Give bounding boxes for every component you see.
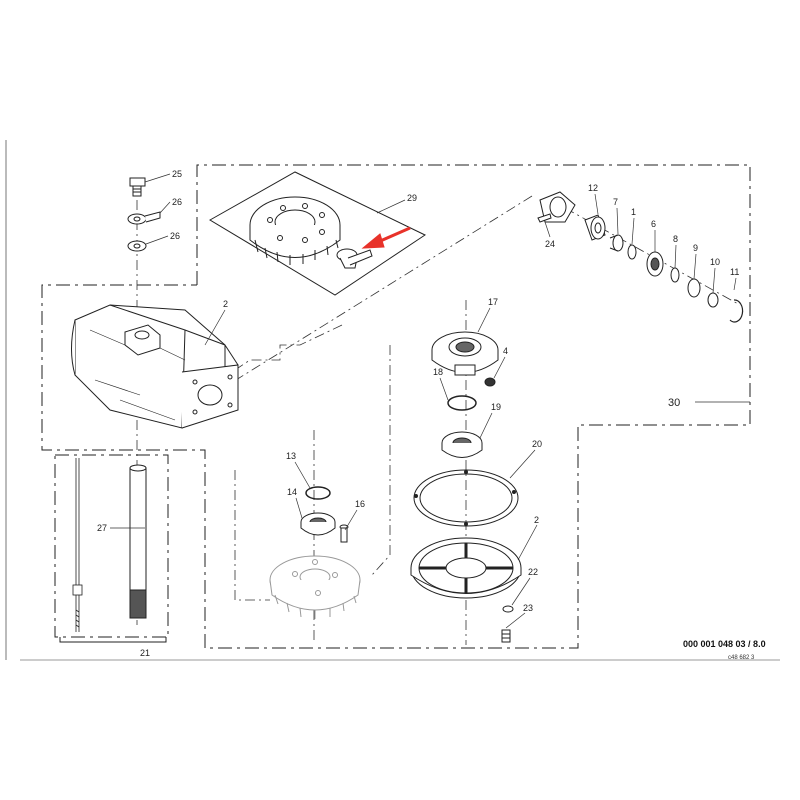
callout-1: 1	[631, 207, 636, 217]
ring-10	[707, 292, 719, 308]
callout-22: 22	[528, 567, 538, 577]
ring-1	[627, 244, 637, 260]
bracket-21	[59, 637, 167, 643]
callout-27: 27	[97, 523, 107, 533]
crown-gear-29	[249, 196, 341, 265]
callout-7: 7	[613, 197, 618, 207]
leader-lines	[110, 173, 750, 629]
bolt-25	[129, 177, 146, 197]
callout-25: 25	[172, 169, 182, 179]
pin-24	[537, 213, 552, 223]
callout-4: 4	[503, 346, 508, 356]
thin-rod	[72, 458, 83, 632]
group-box-29	[209, 171, 427, 296]
nut-4	[484, 377, 496, 387]
gearbox-housing-2	[71, 304, 239, 429]
callout-9: 9	[693, 243, 698, 253]
ring-9	[687, 278, 701, 298]
callout-14: 14	[287, 487, 297, 497]
callout-21: 21	[140, 648, 150, 658]
callout-6: 6	[651, 219, 656, 229]
washer-26a	[127, 211, 161, 225]
callout-19: 19	[491, 402, 501, 412]
bearing-19	[441, 431, 483, 458]
callout-18: 18	[433, 367, 443, 377]
red-arrow-icon	[361, 226, 411, 249]
gasket-20	[413, 469, 519, 527]
callout-8: 8	[673, 234, 678, 244]
callout-13: 13	[286, 451, 296, 461]
cover-plate-2	[410, 537, 522, 599]
assembly-boundary-30	[41, 164, 751, 649]
callout-16: 16	[355, 499, 365, 509]
callout-26b: 26	[170, 231, 180, 241]
bearing-14	[300, 512, 336, 536]
callout-29: 29	[407, 193, 417, 203]
callout-2b: 2	[534, 515, 539, 525]
callout-26a: 26	[172, 197, 182, 207]
callout-20: 20	[532, 439, 542, 449]
washer-26b	[127, 240, 147, 252]
callout-2a: 2	[223, 299, 228, 309]
callout-10: 10	[710, 257, 720, 267]
callout-12: 12	[588, 183, 598, 193]
callout-11: 11	[730, 267, 739, 277]
callout-30: 30	[668, 397, 680, 409]
ring-13	[305, 486, 331, 500]
callout-17: 17	[488, 297, 498, 307]
group-box-31	[54, 454, 169, 638]
sheet-number: c48 682 3	[728, 655, 755, 661]
circlip-11	[729, 299, 744, 323]
drive-shaft-27	[129, 464, 147, 619]
drawing-number: 000 001 048 03 / 8.0	[683, 639, 766, 649]
ring-8	[670, 267, 680, 283]
oring-18	[447, 395, 477, 411]
callout-23: 23	[523, 603, 533, 613]
screw-23	[501, 629, 511, 643]
pinion-bolt	[336, 248, 373, 269]
bearing-12	[584, 214, 606, 241]
bearing-6	[646, 251, 664, 277]
callout-24: 24	[545, 239, 555, 249]
bevel-gear	[269, 555, 361, 619]
spacer-7	[609, 234, 624, 252]
flange-housing-17	[431, 331, 499, 376]
washer-22	[502, 605, 514, 613]
